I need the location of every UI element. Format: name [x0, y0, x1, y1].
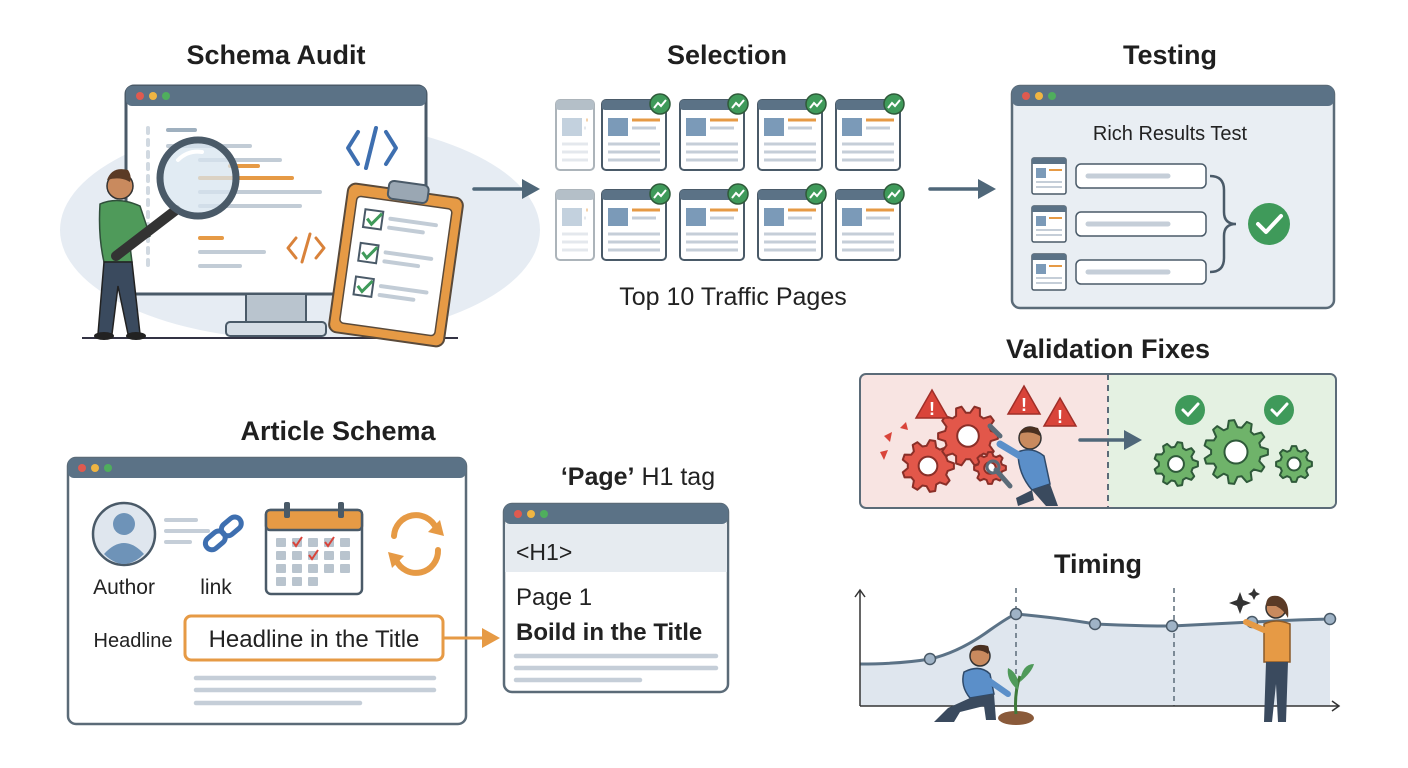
- page-thumbnail: [601, 183, 671, 261]
- article-title: Article Schema: [240, 416, 436, 446]
- rich-results-title: Rich Results Test: [1093, 123, 1248, 145]
- selection-caption: Top 10 Traffic Pages: [619, 283, 846, 311]
- timing-title: Timing: [1054, 549, 1142, 579]
- gardener-person: [934, 644, 1011, 722]
- svg-text:!: !: [1057, 407, 1063, 427]
- flow-arrow: [1078, 430, 1142, 450]
- flow-arrow: [442, 628, 500, 648]
- trend-up-icon: [883, 183, 905, 205]
- broken-fragments: [880, 422, 908, 460]
- validation-title: Validation Fixes: [1006, 334, 1210, 364]
- check-circle-icon: [1248, 203, 1290, 245]
- page-thumbnail: [757, 93, 827, 171]
- timing-section: Timing: [854, 549, 1341, 725]
- code-icon: [346, 126, 398, 170]
- magnifier-icon: [111, 136, 240, 261]
- trend-up-icon: [649, 183, 671, 205]
- refresh-icon: [388, 512, 444, 576]
- link-label: link: [200, 576, 232, 599]
- page-thumbnail: [679, 183, 749, 261]
- test-row: [1031, 157, 1207, 195]
- gear-icon: [1275, 445, 1313, 483]
- h1-title: ‘Page’ H1 tag: [561, 463, 715, 491]
- validation-section: Validation Fixes ! ! !: [859, 334, 1337, 509]
- h1-title-bold: ‘Page’: [561, 463, 635, 491]
- trend-up-icon: [883, 93, 905, 115]
- svg-text:!: !: [929, 399, 935, 419]
- trend-up-icon: [727, 93, 749, 115]
- trend-up-icon: [727, 183, 749, 205]
- check-circle-icon: [1175, 395, 1205, 425]
- selection-section: Selection Top 10 Traffic Pages: [555, 40, 905, 311]
- schema-audit-title: Schema Audit: [186, 40, 365, 70]
- warning-icon: !: [1006, 384, 1042, 415]
- trend-up-icon: [805, 93, 827, 115]
- trend-up-icon: [805, 183, 827, 205]
- fixed-gears: [1153, 419, 1313, 487]
- svg-text:!: !: [1021, 395, 1027, 415]
- trend-up-icon: [649, 93, 671, 115]
- h1-tag: <H1>: [516, 539, 572, 565]
- clipboard-icon: [328, 179, 464, 348]
- gear-icon: [1203, 419, 1269, 485]
- test-rows: [1031, 157, 1207, 291]
- page-thumbnail-faded: [555, 189, 595, 261]
- flow-arrow: [928, 179, 996, 199]
- gear-icon: [1153, 441, 1199, 487]
- broken-gears: [901, 405, 1007, 493]
- page-thumbnail: [679, 93, 749, 171]
- wrench-icon: [985, 423, 1013, 489]
- selection-title: Selection: [667, 40, 787, 70]
- test-row: [1031, 253, 1207, 291]
- presenter-person: [1243, 595, 1291, 722]
- schema-audit-section: Schema Audit: [60, 40, 540, 348]
- flow-arrow: [472, 179, 540, 199]
- testing-title: Testing: [1123, 40, 1217, 70]
- page-thumbnail: [835, 93, 905, 171]
- page-thumbnails: [555, 93, 905, 261]
- page-thumbnail: [757, 183, 827, 261]
- h1-title-rest: H1 tag: [635, 463, 716, 491]
- warning-icon: !: [914, 388, 950, 419]
- code-icon: [286, 232, 326, 264]
- sparkle-icon: [1229, 588, 1260, 614]
- testing-section: Testing Rich Results Test: [1010, 40, 1336, 310]
- article-section: Article Schema Author link: [66, 416, 500, 726]
- calendar-icon: [264, 502, 364, 596]
- author-label: Author: [93, 576, 155, 599]
- auditor-person: [94, 169, 151, 340]
- test-row: [1031, 205, 1207, 243]
- check-circle-icon: [1264, 395, 1294, 425]
- avatar-icon: [91, 501, 157, 567]
- gear-icon: [901, 439, 955, 493]
- page-thumbnail: [835, 183, 905, 261]
- page-thumbnail-faded: [555, 99, 595, 171]
- page-thumbnail: [601, 93, 671, 171]
- headline-value: Headline in the Title: [209, 626, 420, 653]
- h1-section: ‘Page’ H1 tag <H1> Page 1 Boild in the T…: [502, 463, 730, 694]
- h1-line1: Page 1: [516, 584, 592, 611]
- warning-icon: !: [1042, 396, 1078, 427]
- h1-line2: Boild in the Title: [516, 619, 702, 646]
- sprout-icon: [998, 664, 1034, 725]
- headline-label: Headline: [94, 630, 173, 652]
- link-icon: [202, 514, 244, 553]
- mechanic-person: [996, 426, 1058, 506]
